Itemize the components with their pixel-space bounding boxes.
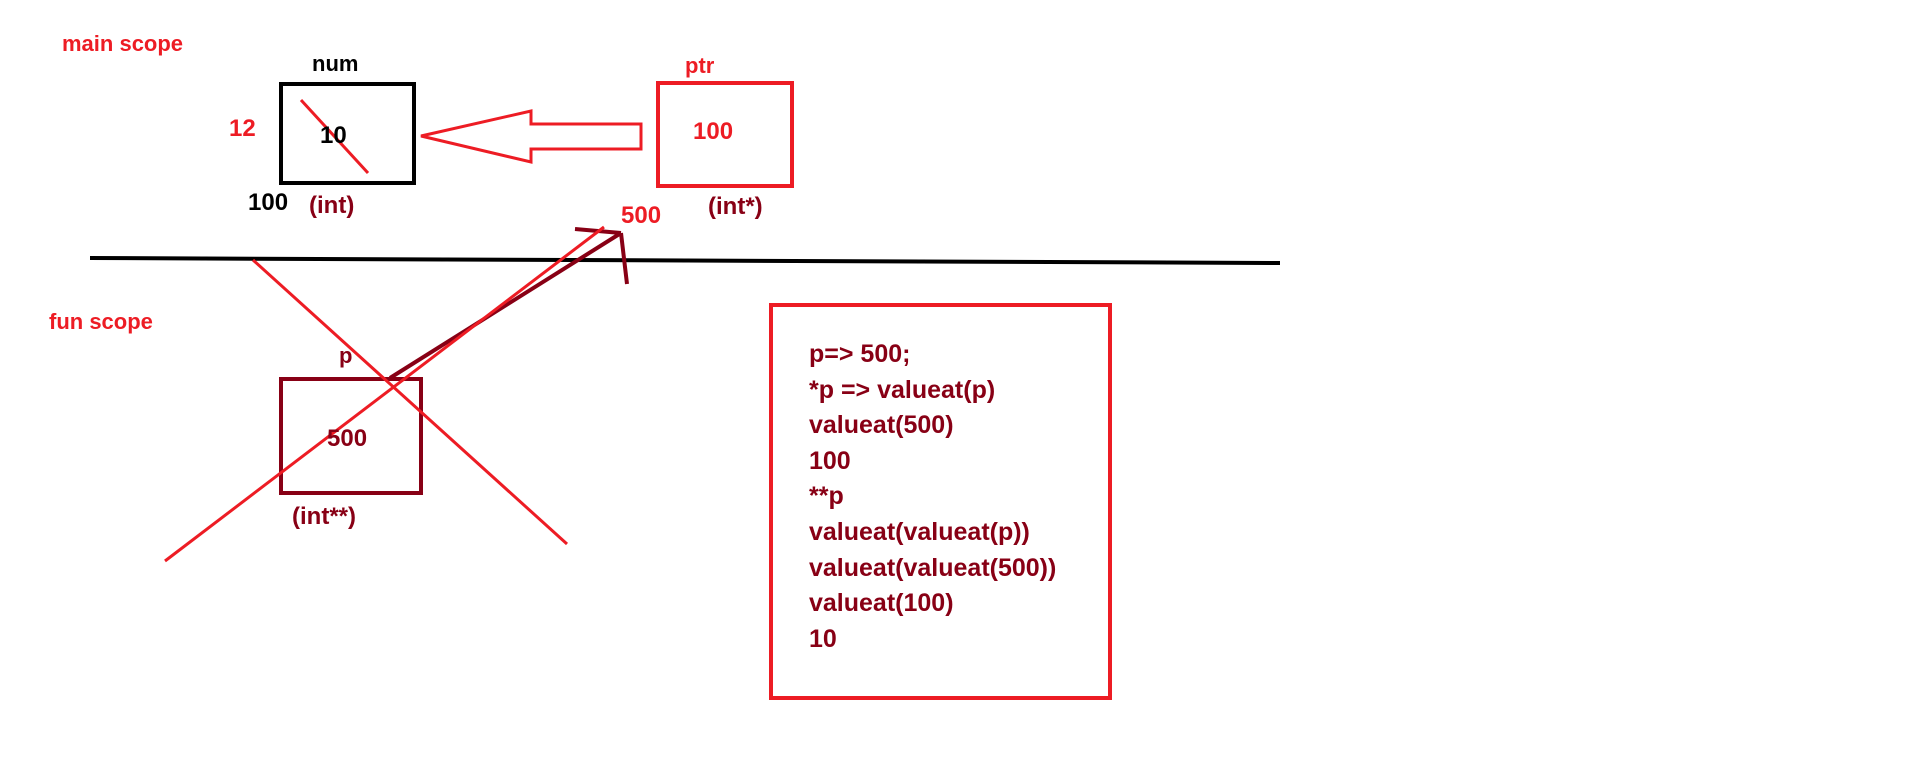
ptr-type-label: (int*): [708, 193, 763, 220]
notes-line: valueat(100): [809, 589, 954, 618]
notes-box: [769, 303, 1112, 700]
num-old-value-strike: [299, 98, 370, 175]
p-name-label: p: [339, 343, 353, 368]
ptr-box: [656, 81, 794, 188]
fun-scope-cross-line-2: [164, 225, 605, 563]
num-type-label: (int): [309, 192, 355, 219]
ptr-address-label: 500: [621, 202, 662, 229]
notes-line: **p: [809, 482, 844, 511]
fun-scope-title: fun scope: [49, 309, 153, 334]
ptr-name-label: ptr: [685, 53, 715, 78]
notes-line: 10: [809, 624, 837, 653]
fun-scope-cross-line-1: [251, 258, 569, 546]
p-value: 500: [327, 425, 368, 452]
num-box: [279, 82, 416, 185]
num-old-value: 10: [320, 122, 347, 149]
notes-text: p=> 500; *p => valueat(p) valueat(500) 1…: [809, 337, 1056, 657]
p-box: [279, 377, 423, 495]
main-scope-title: main scope: [62, 31, 184, 56]
p-to-ptr-arrow: [388, 227, 629, 380]
notes-line: *p => valueat(p): [809, 375, 996, 404]
num-name-label: num: [312, 51, 359, 76]
p-type-label: (int**): [292, 503, 356, 530]
ptr-to-num-arrow: [420, 109, 643, 164]
ptr-value: 100: [693, 118, 734, 145]
notes-line: 100: [809, 446, 851, 475]
num-address-label: 100: [248, 189, 289, 216]
num-new-value: 12: [229, 115, 256, 142]
notes-line: valueat(valueat(p)): [809, 517, 1030, 546]
notes-line: p=> 500;: [809, 340, 911, 368]
scope-divider-line: [89, 256, 1281, 265]
notes-line: valueat(valueat(500)): [809, 553, 1057, 582]
notes-line: valueat(500): [809, 411, 954, 440]
